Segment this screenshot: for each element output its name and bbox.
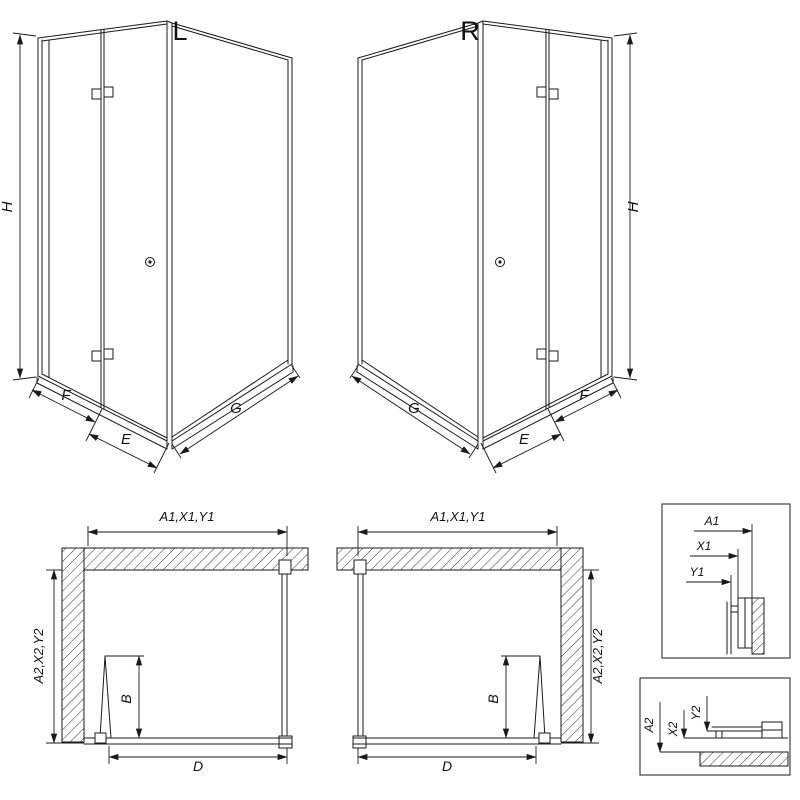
detail-width-adjustment: A1 X1 Y1 [661, 503, 791, 659]
dimension-d-right [357, 746, 537, 764]
view-3d-right: R H F E G [349, 16, 642, 474]
door-hinge-profile-plan-left [94, 732, 107, 744]
detail-bottom-glass [711, 726, 763, 739]
detail-label-a2: A2 [642, 717, 656, 733]
dim-label-a2-right: A2,X2,Y2 [590, 628, 605, 685]
bifold-hinges-left [91, 86, 114, 362]
side-panel-left [171, 22, 293, 442]
tray-edge-plan-right [352, 737, 562, 745]
door-knob-right [495, 257, 505, 267]
detail-top-glass [726, 601, 739, 655]
dim-label-b-right: B [485, 694, 501, 703]
detail-bottom-wall-hatch [699, 751, 789, 767]
dim-label-a1-right: A1,X1,Y1 [430, 509, 486, 524]
bifold-hinges-right [536, 86, 559, 362]
folded-door-plan-right [533, 655, 546, 739]
dimension-e-left [88, 433, 170, 474]
detail-a1-callout [694, 524, 753, 598]
dim-label-h-left: H [0, 201, 16, 212]
corner-post-plan-left [278, 735, 293, 749]
dim-label-e-right: E [519, 431, 530, 448]
dim-label-a1-left: A1,X1,Y1 [159, 509, 215, 524]
dim-label-f-left: F [61, 387, 71, 404]
dimension-h-right [613, 32, 638, 381]
dimension-e-right [480, 433, 562, 474]
dim-label-e-left: E [121, 431, 132, 448]
variant-label-right: R [460, 16, 480, 46]
wall-top-hatch-right [336, 547, 562, 571]
detail-y2-callout [703, 696, 762, 732]
dimension-a1-left [87, 526, 288, 556]
detail-depth-adjustment: A2 X2 Y2 [639, 677, 791, 776]
door-panel-right [482, 20, 613, 442]
detail-label-y2: Y2 [689, 705, 703, 720]
corner-post-plan-right [352, 735, 367, 749]
detail-box-bottom [639, 677, 791, 776]
dim-label-d-right: D [442, 758, 452, 774]
dim-label-g-right: G [408, 400, 420, 417]
side-panel-right [357, 22, 479, 442]
dim-label-h-right: H [625, 201, 642, 212]
detail-label-y1: Y1 [690, 565, 705, 579]
plan-view-right: B A1,X1,Y1 A2,X2,Y2 D [336, 509, 605, 774]
dim-label-d-left: D [193, 758, 203, 774]
side-glass-plan-right [357, 573, 364, 739]
dimension-b-left [105, 655, 144, 739]
view-3d-left: L H F E G [0, 16, 301, 474]
variant-label-left: L [172, 16, 187, 46]
dim-label-g-left: G [230, 400, 242, 417]
folded-door-plan-left [99, 655, 112, 739]
wall-profile-plan-right [353, 559, 367, 575]
dim-label-a2-left: A2,X2,Y2 [31, 628, 46, 685]
wall-profile-plan-left [278, 559, 292, 575]
corner-post-left [166, 20, 173, 450]
door-panel-left [37, 20, 168, 442]
dimension-g-right [349, 365, 479, 459]
detail-x1-callout [690, 549, 739, 598]
wall-right-hatch [560, 547, 584, 743]
detail-label-x1: X1 [696, 539, 712, 553]
door-knob-left [145, 257, 155, 267]
detail-label-x2: X2 [666, 721, 680, 737]
wall-top-hatch [83, 547, 309, 571]
dimension-a2-left [46, 569, 84, 744]
detail-top-wall-hatch [751, 597, 765, 655]
tray-edge-plan-left [83, 737, 293, 745]
corner-post-right [477, 20, 484, 450]
dimension-a1-right [357, 526, 558, 556]
dimension-d-left [108, 746, 288, 764]
dimension-b-right [501, 655, 540, 739]
detail-y1-callout [686, 575, 732, 602]
wall-left-hatch [61, 547, 85, 743]
dim-label-f-right: F [579, 387, 589, 404]
plan-view-left: B A1,X1,Y1 A2,X2,Y2 D [31, 509, 309, 774]
detail-box-top [661, 503, 791, 659]
door-hinge-profile-plan-right [538, 732, 551, 744]
dimension-g-left [171, 365, 301, 459]
dim-label-b-left: B [118, 694, 134, 703]
detail-label-a1: A1 [704, 514, 720, 528]
dimension-a2-right [561, 569, 599, 744]
dimension-h-left [12, 32, 37, 381]
side-glass-plan-left [281, 573, 288, 739]
